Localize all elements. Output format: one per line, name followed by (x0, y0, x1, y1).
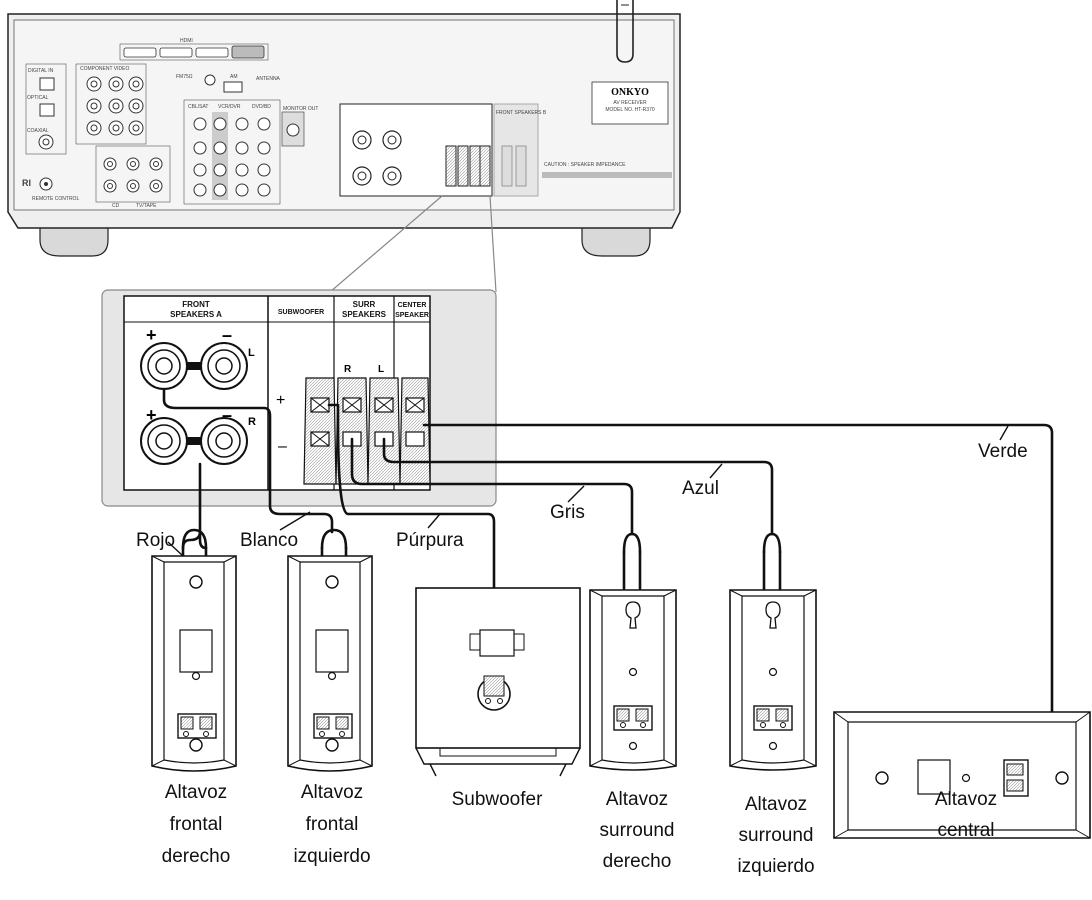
front-l-label: L (248, 347, 255, 359)
keyhole-icon (189, 575, 203, 589)
keyhole-icon (765, 601, 781, 629)
monitor-out-label: MONITOR OUT (283, 106, 318, 112)
audio-in-jacks (103, 157, 163, 193)
svg-text:frontal: frontal (170, 814, 223, 835)
wire-blanco-a (162, 387, 334, 534)
center-speaker (833, 711, 1091, 839)
wire-label-azul: Azul (682, 478, 719, 499)
tv-tape-label: TV/TAPE (136, 203, 157, 209)
coaxial-label: COAXIAL (27, 128, 49, 134)
keyhole-icon (189, 738, 203, 752)
receiver-speaker-terminals (352, 130, 491, 187)
terminal-panel-zoom: FRONT SPEAKERS A SUBWOOFER SURR SPEAKERS… (101, 289, 497, 507)
subwoofer-section-label: SUBWOOFER (278, 309, 324, 316)
hdmi-ports (123, 45, 265, 59)
surr-speakers-line2: SPEAKERS (342, 310, 387, 319)
front-speakers-a-line2: SPEAKERS A (170, 310, 222, 319)
component-video-jacks (86, 76, 144, 136)
model-line-2: MODEL NO. HT-R370 (605, 107, 654, 113)
surr-l-label: L (378, 364, 384, 375)
brand-logo: ONKYO (611, 87, 649, 98)
wire-label-rojo: Rojo (136, 530, 175, 551)
cbl-sat-label: CBL/SAT (188, 104, 208, 110)
caption-surround-right: Altavoz surround derecho (600, 789, 675, 872)
wire-label-leaders (167, 425, 1009, 557)
am-label: AM (230, 74, 238, 80)
front-r-plus-sign: + (146, 405, 157, 425)
front-right-binding-posts (140, 417, 248, 465)
wire-label-blanco: Blanco (240, 530, 298, 551)
surr-r-label: R (344, 364, 352, 375)
zoom-callout-lines (329, 195, 497, 293)
hdmi-label: HDMI (180, 38, 193, 44)
svg-text:Altavoz: Altavoz (301, 782, 363, 803)
svg-text:surround: surround (739, 825, 814, 846)
antenna-label: ANTENNA (256, 76, 281, 82)
av-input-jacks (193, 117, 271, 197)
ri-label: RI (22, 178, 31, 188)
caption-center: Altavoz central (935, 789, 997, 841)
fm-label: FM75Ω (176, 74, 193, 80)
svg-text:izquierdo: izquierdo (293, 846, 370, 867)
wire-azul (382, 437, 774, 536)
spring-minus-sign: – (278, 438, 287, 455)
wire-label-gris: Gris (550, 502, 585, 523)
caption-front-left: Altavoz frontal izquierdo (293, 782, 370, 867)
front-speakers-a-line1: FRONT (182, 300, 210, 309)
front-l-minus-sign: – (222, 325, 232, 345)
front-l-plus-sign: + (146, 325, 157, 345)
subwoofer-speaker (415, 587, 581, 777)
center-speaker-line1: CENTER (398, 302, 427, 309)
front-left-speaker (287, 555, 373, 772)
vcr-dvr-label: VCR/DVR (218, 104, 241, 110)
front-r-label: R (248, 416, 256, 428)
surround-left-speaker (729, 589, 817, 771)
wire-gris (350, 437, 634, 536)
optical-label: OPTICAL (27, 95, 49, 101)
spring-plus-sign: + (276, 392, 285, 409)
component-video-label: COMPONENT VIDEO (80, 66, 129, 72)
wire-label-purpura: Púrpura (396, 530, 464, 551)
svg-text:central: central (937, 820, 994, 841)
center-speaker-line2: SPEAKER (395, 312, 429, 319)
svg-text:Altavoz: Altavoz (935, 789, 997, 810)
caption-surround-left: Altavoz surround izquierdo (737, 794, 814, 877)
keyhole-icon (325, 575, 339, 589)
svg-text:frontal: frontal (306, 814, 359, 835)
svg-text:derecho: derecho (162, 846, 231, 867)
digital-in-label: DIGITAL IN (28, 68, 54, 74)
wire-purpura (327, 403, 496, 622)
caption-subwoofer: Subwoofer (452, 789, 544, 810)
svg-text:Altavoz: Altavoz (165, 782, 227, 803)
surround-right-speaker (589, 589, 677, 771)
remote-control-label: REMOTE CONTROL (32, 196, 79, 202)
av-receiver-rear-panel: HDMI DIGITAL IN OPTICAL COAXIAL COMPONEN… (7, 0, 681, 257)
caution-label: CAUTION : SPEAKER IMPEDANCE (544, 162, 626, 168)
svg-text:Altavoz: Altavoz (606, 789, 668, 810)
keyhole-icon (875, 771, 889, 785)
svg-text:surround: surround (600, 820, 675, 841)
dvd-bd-label: DVD/BD (252, 104, 271, 110)
svg-text:derecho: derecho (603, 851, 672, 872)
wire-label-verde: Verde (978, 441, 1028, 462)
front-right-speaker (151, 555, 237, 772)
keyhole-icon (325, 738, 339, 752)
surr-speakers-line1: SURR (353, 300, 376, 309)
keyhole-icon (625, 601, 641, 629)
svg-text:Altavoz: Altavoz (745, 794, 807, 815)
caption-front-right: Altavoz frontal derecho (162, 782, 231, 867)
cd-label: CD (112, 203, 120, 209)
svg-text:Subwoofer: Subwoofer (452, 789, 544, 810)
model-line-1: AV RECEIVER (613, 100, 647, 106)
front-b-label: FRONT SPEAKERS B (496, 110, 547, 116)
keyhole-icon (1055, 771, 1069, 785)
spring-terminals (303, 377, 431, 485)
front-r-minus-sign: – (222, 405, 232, 425)
svg-text:izquierdo: izquierdo (737, 856, 814, 877)
